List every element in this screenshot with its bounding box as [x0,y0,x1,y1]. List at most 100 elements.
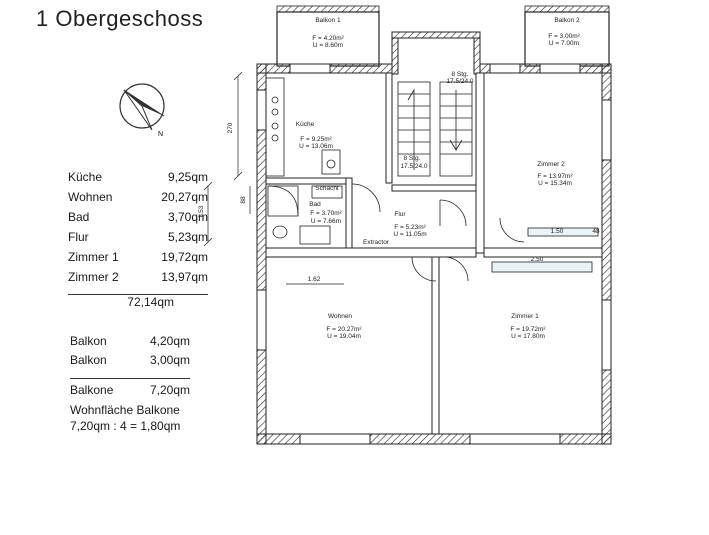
balkon1-area: F = 4.20m² [312,35,344,42]
balkon2-name: Balkon 2 [554,17,580,24]
legend-room-name: Wohnen [68,190,113,204]
extractor-label: Extractor [363,239,390,246]
dim-left-153: 1.53 [198,205,205,218]
legend-room-name: Zimmer 2 [68,270,119,284]
kueche-perimeter: U = 13.06m [299,143,333,150]
balcony-total-label: Balkone [70,383,114,397]
legend-room-name: Bad [68,210,90,224]
balkon2-area: F = 3.00m² [548,33,580,40]
legend-row: Zimmer 1 19,72qm [68,250,208,270]
bad-name: Bad [309,201,321,208]
window-bottom-1 [299,433,371,445]
balkon1-name: Balkon 1 [315,17,341,24]
zimmer1-sill [491,261,593,273]
legend-total: 72,14qm [127,295,174,309]
stair-top-size: 17.5/24.0 [446,78,473,85]
stair-wall-top [391,31,481,39]
staircase [397,81,473,177]
zimmer2-area: F = 13.97m² [537,173,573,180]
zimmer2-name: Zimmer 2 [537,161,565,168]
north-arrow-icon: N [119,83,165,138]
dim-zimmer2-48: 48 [592,228,600,235]
legend-room-area: 5,23qm [167,230,208,244]
wall-kitchen-right [385,72,393,184]
balcony-name: Balkon [70,334,107,348]
note-calc: 7,20qm : 4 = 1,80qm [70,419,181,433]
flur-area: F = 5.23m² [394,224,426,231]
balkon1-perimeter: U = 8.60m [313,42,343,49]
zimmer2-perimeter: U = 15.34m [538,180,572,187]
compass-label: N [158,131,163,138]
flur-perimeter: U = 11.05m [393,231,426,238]
legend-row: Bad 3,70qm [68,210,208,230]
area-legend: Küche 9,25qm Wohnen 20,27qm Bad 3,70qm Flur… [68,170,208,317]
bad-area: F = 3.70m² [310,210,342,217]
window-top-2 [489,63,521,74]
window-right-1 [601,99,612,161]
balkon-1-parapet [276,5,380,13]
dimension-lines-left [203,71,251,247]
zimmer1-area: F = 19.72m² [510,326,546,333]
zimmer1-name: Zimmer 1 [511,313,539,320]
legend-row: Zimmer 2 13,97qm [68,270,208,290]
wall-kitchen-bottom [265,177,347,185]
legend-row: Wohnen 20,27qm [68,190,208,210]
note-heading: Wohnfläche Balkone [70,403,180,417]
doors [351,183,525,282]
legend-room-area: 13,97qm [161,270,208,284]
wohnen-name: Wohnen [328,313,352,320]
window-left-1 [256,89,267,131]
dim-left-88: 88 [240,196,247,204]
legend-room-name: Zimmer 1 [68,250,119,264]
legend-row: Küche 9,25qm [68,170,208,190]
wall-corridor-bottom [265,247,477,258]
window-right-2 [601,299,612,371]
balcony-total-row: Balkone 7,20qm [70,378,190,402]
kueche-area: F = 9.25m² [300,136,332,143]
legend-room-name: Küche [68,170,103,184]
stair-bottom-size: 17.5/24.0 [400,163,427,170]
page-title: 1 Obergeschoss [36,6,204,31]
flur-name: Flur [394,211,406,218]
zimmer2-sill [527,227,599,237]
wall-zimmer2-bottom [483,247,603,258]
dim-zimmer2-150: 1.50 [551,228,564,235]
stair-bottom-count: 8 Stg. [404,155,421,162]
legend-room-area: 20,27qm [161,190,208,204]
legend-room-area: 9,25qm [167,170,208,184]
legend-total-row: 72,14qm [68,294,208,317]
legend-room-name: Flur [68,230,89,244]
wall-stair-bottom [391,184,477,192]
balcony-area: 3,00qm [149,353,190,367]
balcony-row: Balkon 4,20qm [70,334,190,353]
wohnen-area: F = 20.27m² [326,326,362,333]
balkon-2-parapet [524,5,610,13]
kitchen-counter [265,77,341,177]
window-bottom-2 [469,433,561,445]
stair-top-count: 8 Stg. [452,71,469,78]
legend-row: Flur 5,23qm [68,230,208,250]
balcony-note: Wohnfläche Balkone 7,20qm : 4 = 1,80qm [70,402,250,434]
zimmer1-perimeter: U = 17.80m [511,333,545,340]
balcony-total: 7,20qm [149,383,190,397]
stair-wall-right [473,37,481,75]
window-left-2 [256,289,267,351]
kueche-name: Küche [296,121,315,128]
wohnen-perimeter: U = 19.04m [327,333,361,340]
bath-fixtures [267,185,343,245]
wall-stair-right [475,72,485,254]
dim-zimmer1-250: 2.50 [531,256,544,263]
bad-perimeter: U = 7.66m [311,218,341,225]
dim-wohnen-width: 1.62 [308,276,321,283]
legend-room-area: 3,70qm [167,210,208,224]
schacht-label: Schacht [315,185,339,192]
window-top-1 [289,63,331,74]
legend-room-area: 19,72qm [161,250,208,264]
dim-left-270: 270 [227,122,234,133]
wall-middle [431,256,440,435]
balkon2-perimeter: U = 7.00m [549,40,579,47]
balcony-area: 4,20qm [149,334,190,348]
